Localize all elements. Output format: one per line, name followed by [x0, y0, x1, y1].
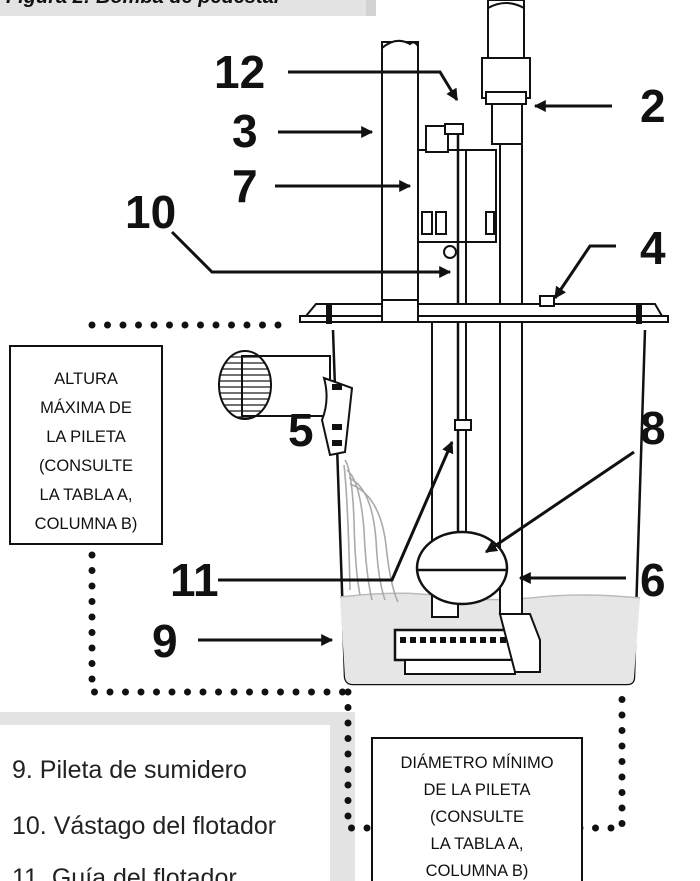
svg-text:COLUMNA B): COLUMNA B)	[35, 515, 138, 533]
callout-8: 8	[640, 402, 666, 454]
svg-text:DE LA PILETA: DE LA PILETA	[424, 781, 531, 799]
sump-pit	[331, 329, 647, 686]
callout-6: 6	[640, 554, 666, 606]
callout-5: 5	[288, 404, 314, 456]
callout-3: 3	[232, 105, 258, 157]
legend-item-11: 11. Guía del flotador	[12, 864, 237, 881]
svg-text:(CONSULTE: (CONSULTE	[39, 457, 133, 475]
legend-panel: 9. Pileta de sumidero 10. Vástago del fl…	[0, 712, 355, 881]
figure-title-panel: Figura 2: Bomba de pedestal	[0, 0, 376, 16]
pit-height-box: ALTURA MÁXIMA DE LA PILETA (CONSULTE LA …	[9, 345, 163, 545]
svg-text:LA PILETA: LA PILETA	[46, 428, 126, 446]
callout-9: 9	[152, 615, 178, 667]
arrow-4	[553, 244, 616, 299]
svg-text:MÁXIMA DE: MÁXIMA DE	[40, 398, 132, 417]
callout-4: 4	[640, 222, 666, 274]
legend-item-10: 10. Vástago del flotador	[12, 812, 276, 840]
svg-text:LA TABLA A,: LA TABLA A,	[40, 486, 133, 504]
arrow-11	[218, 440, 454, 582]
water-flow	[343, 459, 399, 603]
arrow-12	[288, 70, 459, 102]
figure-title: Figura 2: Bomba de pedestal	[6, 0, 280, 8]
pit-height-dotted-line-lower	[88, 551, 349, 696]
arrow-8	[485, 450, 635, 554]
svg-text:(CONSULTE: (CONSULTE	[430, 808, 524, 826]
callout-10: 10	[125, 186, 176, 238]
pit-diameter-dotted-line	[344, 688, 382, 832]
callout-2: 2	[640, 80, 666, 132]
discharge-pipe	[481, 0, 531, 615]
pump-base	[393, 613, 541, 675]
callout-12: 12	[214, 46, 265, 98]
svg-text:DIÁMETRO MÍNIMO: DIÁMETRO MÍNIMO	[400, 753, 553, 772]
arrow-10	[170, 230, 452, 278]
svg-text:LA TABLA A,: LA TABLA A,	[431, 835, 524, 853]
callout-11: 11	[170, 554, 219, 606]
float	[415, 419, 509, 606]
callout-7: 7	[232, 160, 258, 212]
svg-text:COLUMNA B): COLUMNA B)	[426, 862, 529, 880]
pit-diameter-box: DIÁMETRO MÍNIMO DE LA PILETA (CONSULTE L…	[371, 737, 583, 881]
svg-text:ALTURA: ALTURA	[54, 370, 118, 388]
inlet-pipe	[218, 350, 354, 457]
pit-diameter-dotted-line-right	[576, 688, 626, 832]
legend-item-9: 9. Pileta de sumidero	[12, 756, 247, 784]
pit-cover	[299, 295, 669, 324]
